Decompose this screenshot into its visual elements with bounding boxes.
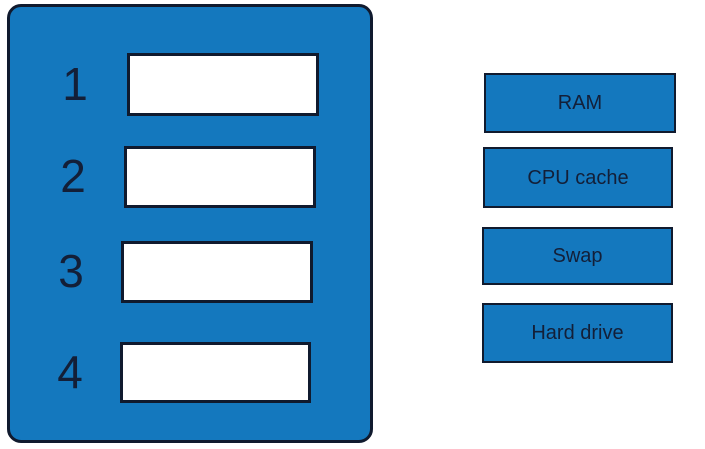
slot-number-3: 3 <box>58 245 84 297</box>
answer-slot-1[interactable] <box>127 53 319 116</box>
answer-slot-4[interactable] <box>120 342 311 403</box>
option-cpu-cache[interactable]: CPU cache <box>483 147 673 208</box>
answer-slot-3[interactable] <box>121 241 313 303</box>
option-swap-label: Swap <box>552 245 603 267</box>
option-hard-drive[interactable]: Hard drive <box>482 303 673 363</box>
slot-number-1: 1 <box>62 58 88 110</box>
option-ram-label: RAM <box>557 92 603 114</box>
option-ram[interactable]: RAM <box>484 73 676 133</box>
option-hard-drive-label: Hard drive <box>531 322 624 344</box>
option-swap[interactable]: Swap <box>482 227 673 285</box>
option-cpu-cache-label: CPU cache <box>527 166 629 189</box>
answer-slot-2[interactable] <box>124 146 316 208</box>
slot-number-4: 4 <box>57 346 83 398</box>
slot-panel: 1 2 3 4 <box>7 4 373 443</box>
slot-number-2: 2 <box>60 150 86 202</box>
